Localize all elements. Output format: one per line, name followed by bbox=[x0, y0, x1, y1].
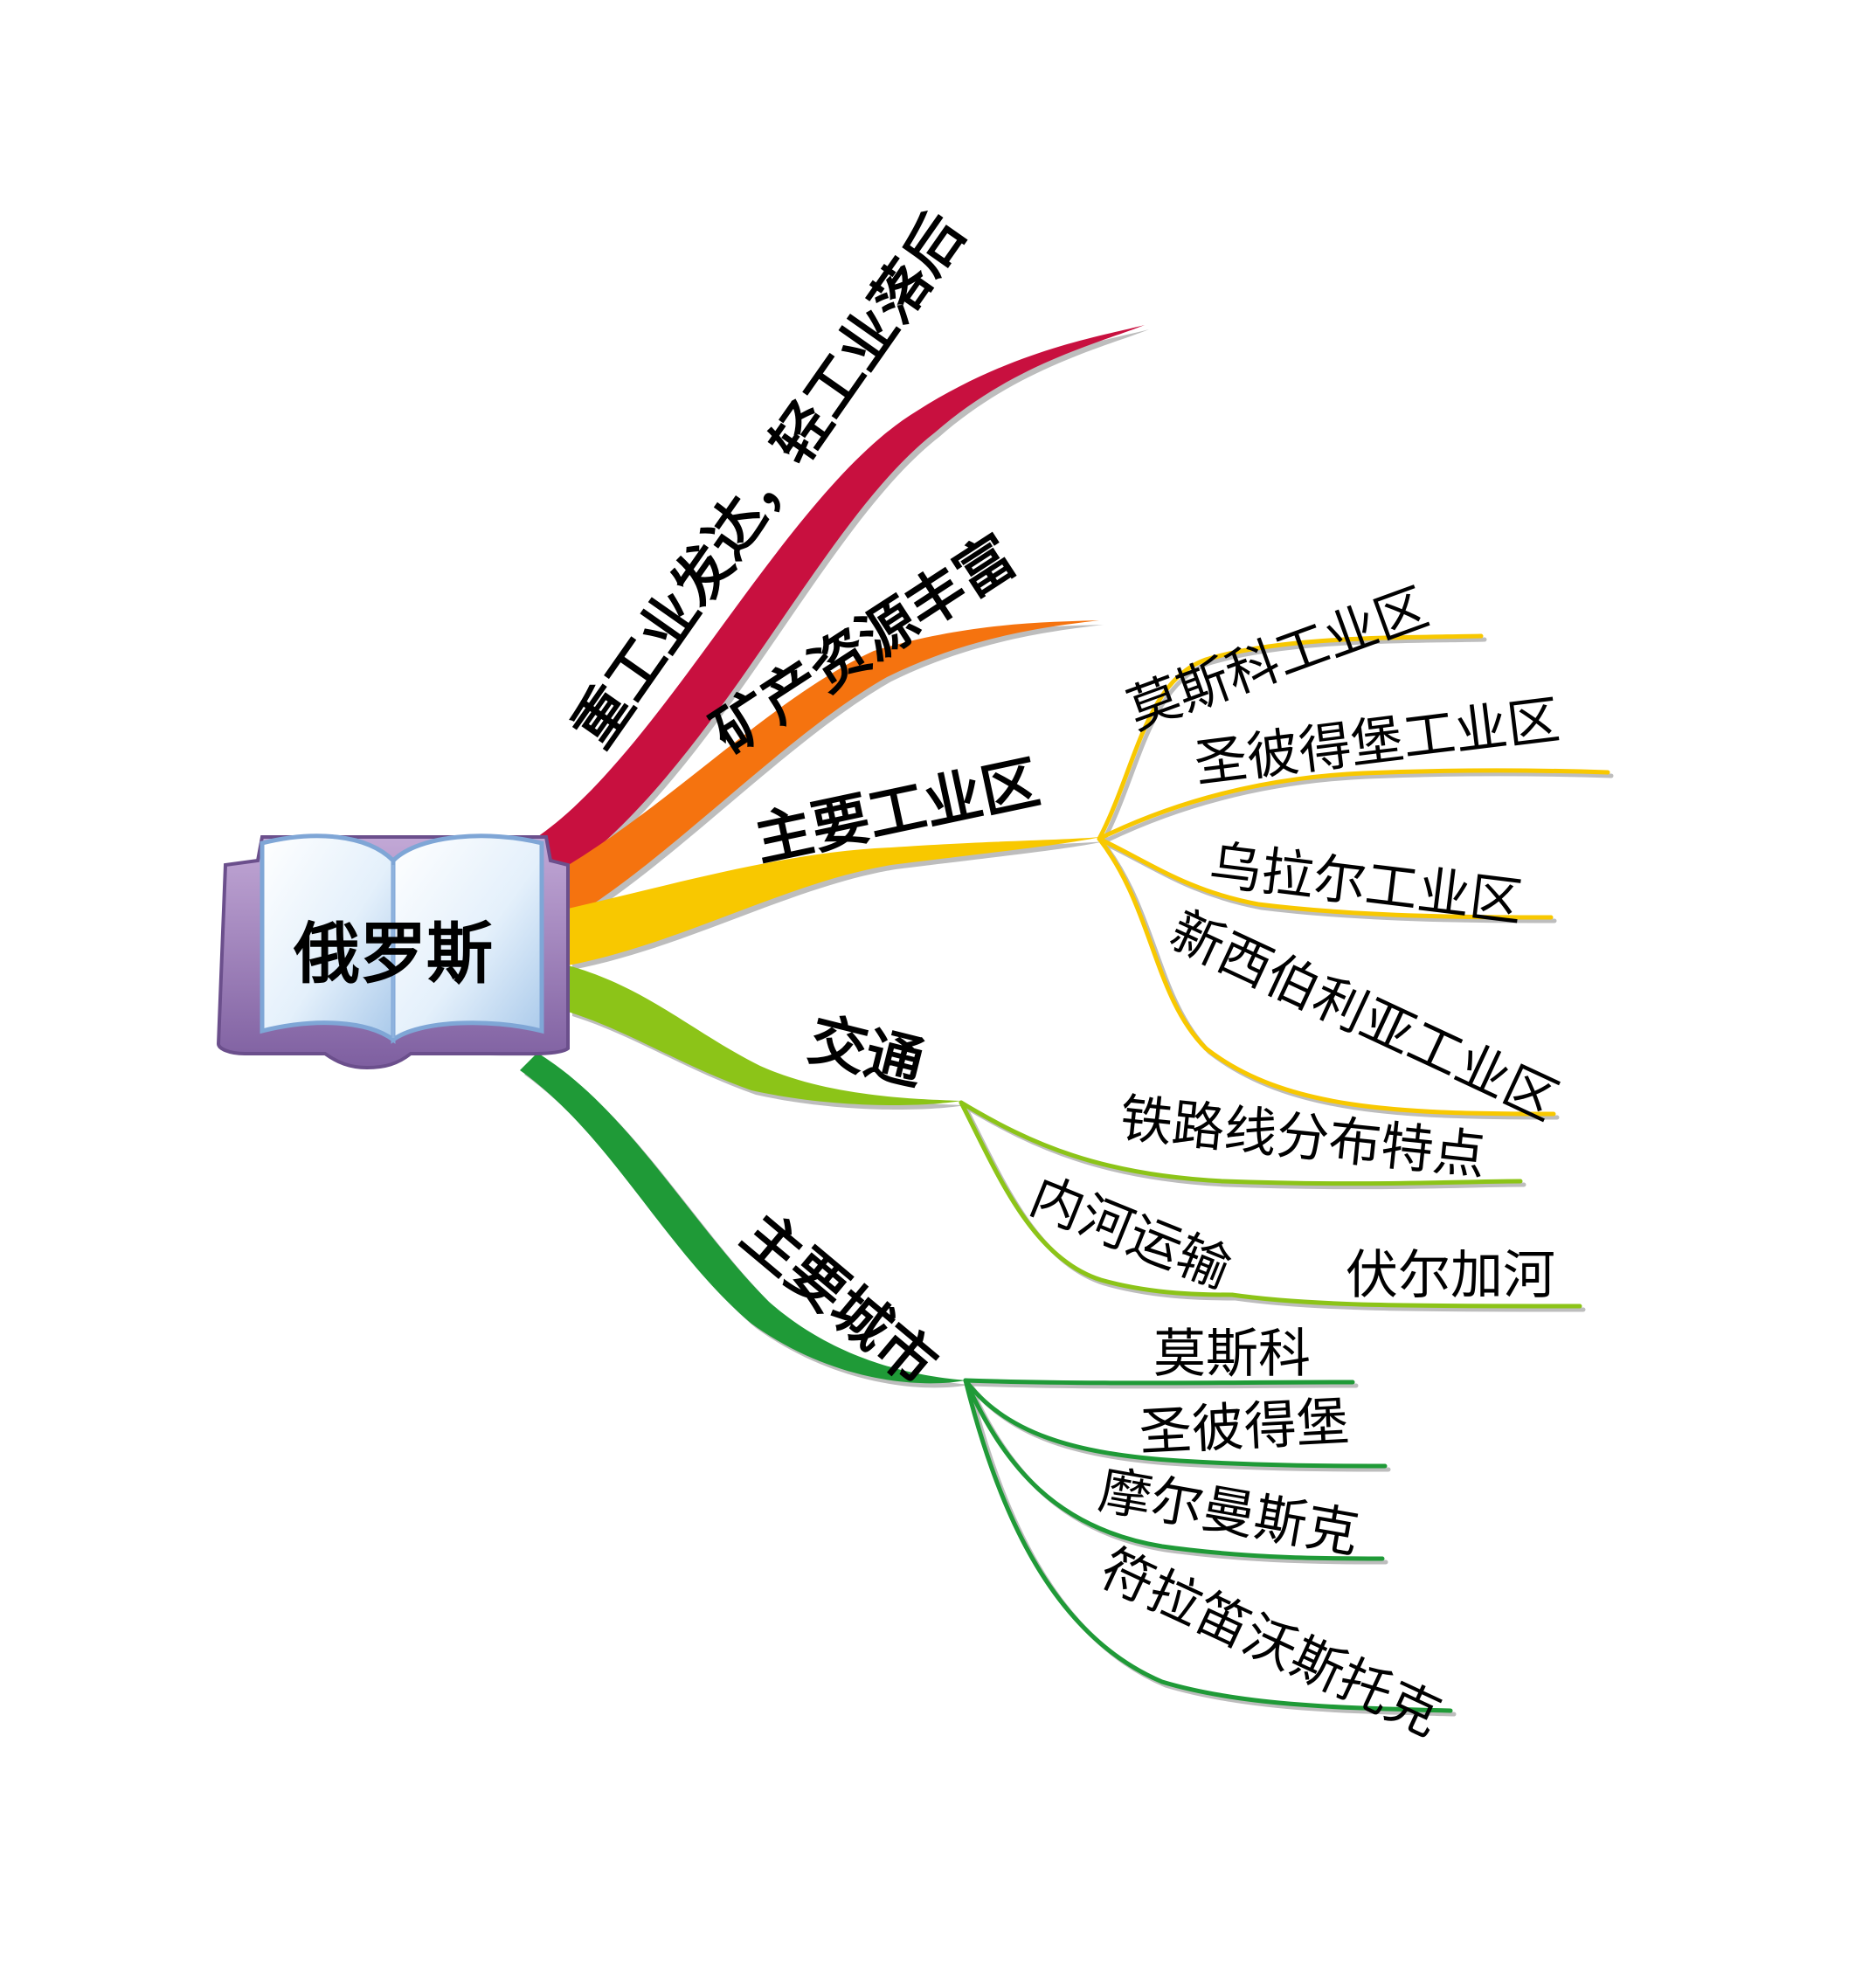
branch-cities bbox=[520, 1053, 970, 1388]
connector-ural-industrial bbox=[1097, 836, 1554, 920]
connector-river-transport bbox=[959, 1100, 1235, 1297]
branch-minerals bbox=[546, 620, 1104, 922]
branch-minerals-ribbon bbox=[546, 620, 1099, 917]
label-railway: 铁路线分布特点 bbox=[1117, 1088, 1488, 1187]
connector-moscow bbox=[963, 1378, 1355, 1386]
city-connectors bbox=[963, 1378, 1457, 1717]
connector-moscow-industrial bbox=[1097, 633, 1484, 841]
label-river-transport: 内河运输 bbox=[1021, 1165, 1239, 1301]
connector-railway bbox=[959, 1100, 1523, 1186]
label-st-petersburg-industrial: 圣彼得堡工业区 bbox=[1191, 689, 1562, 795]
label-vladivostok: 符拉笛沃斯托克 bbox=[1091, 1538, 1450, 1748]
connector-volga bbox=[1229, 1292, 1582, 1309]
branch-transport-ribbon bbox=[568, 965, 961, 1105]
connector-vladivostok bbox=[963, 1378, 1453, 1713]
label-moscow: 莫斯科 bbox=[1153, 1324, 1311, 1385]
connector-murmansk bbox=[963, 1378, 1385, 1561]
book-icon bbox=[216, 833, 570, 1070]
label-st-petersburg: 圣彼得堡 bbox=[1138, 1392, 1350, 1463]
branch-heavy-industry bbox=[535, 325, 1149, 882]
branch-industrial-areas bbox=[568, 837, 1105, 970]
book-right-page bbox=[391, 833, 544, 1044]
connector-st-petersburg-industrial bbox=[1097, 768, 1610, 841]
connector-st-petersburg bbox=[963, 1378, 1388, 1469]
branch-heavy-industry-ribbon bbox=[535, 325, 1145, 878]
root-node: 俄罗斯 bbox=[216, 833, 570, 1070]
branch-cities-ribbon bbox=[520, 1053, 966, 1384]
label-volga: 伏尔加河 bbox=[1346, 1245, 1555, 1306]
transport-connectors bbox=[959, 1100, 1586, 1312]
label-transport: 交通 bbox=[802, 1005, 931, 1099]
branch-transport bbox=[568, 965, 966, 1110]
industrial-area-connectors bbox=[1097, 633, 1614, 1120]
connector-novosibirsk-industrial bbox=[1097, 836, 1556, 1117]
branch-industrial-areas-ribbon bbox=[568, 837, 1101, 965]
root-label: 俄罗斯 bbox=[293, 915, 493, 992]
